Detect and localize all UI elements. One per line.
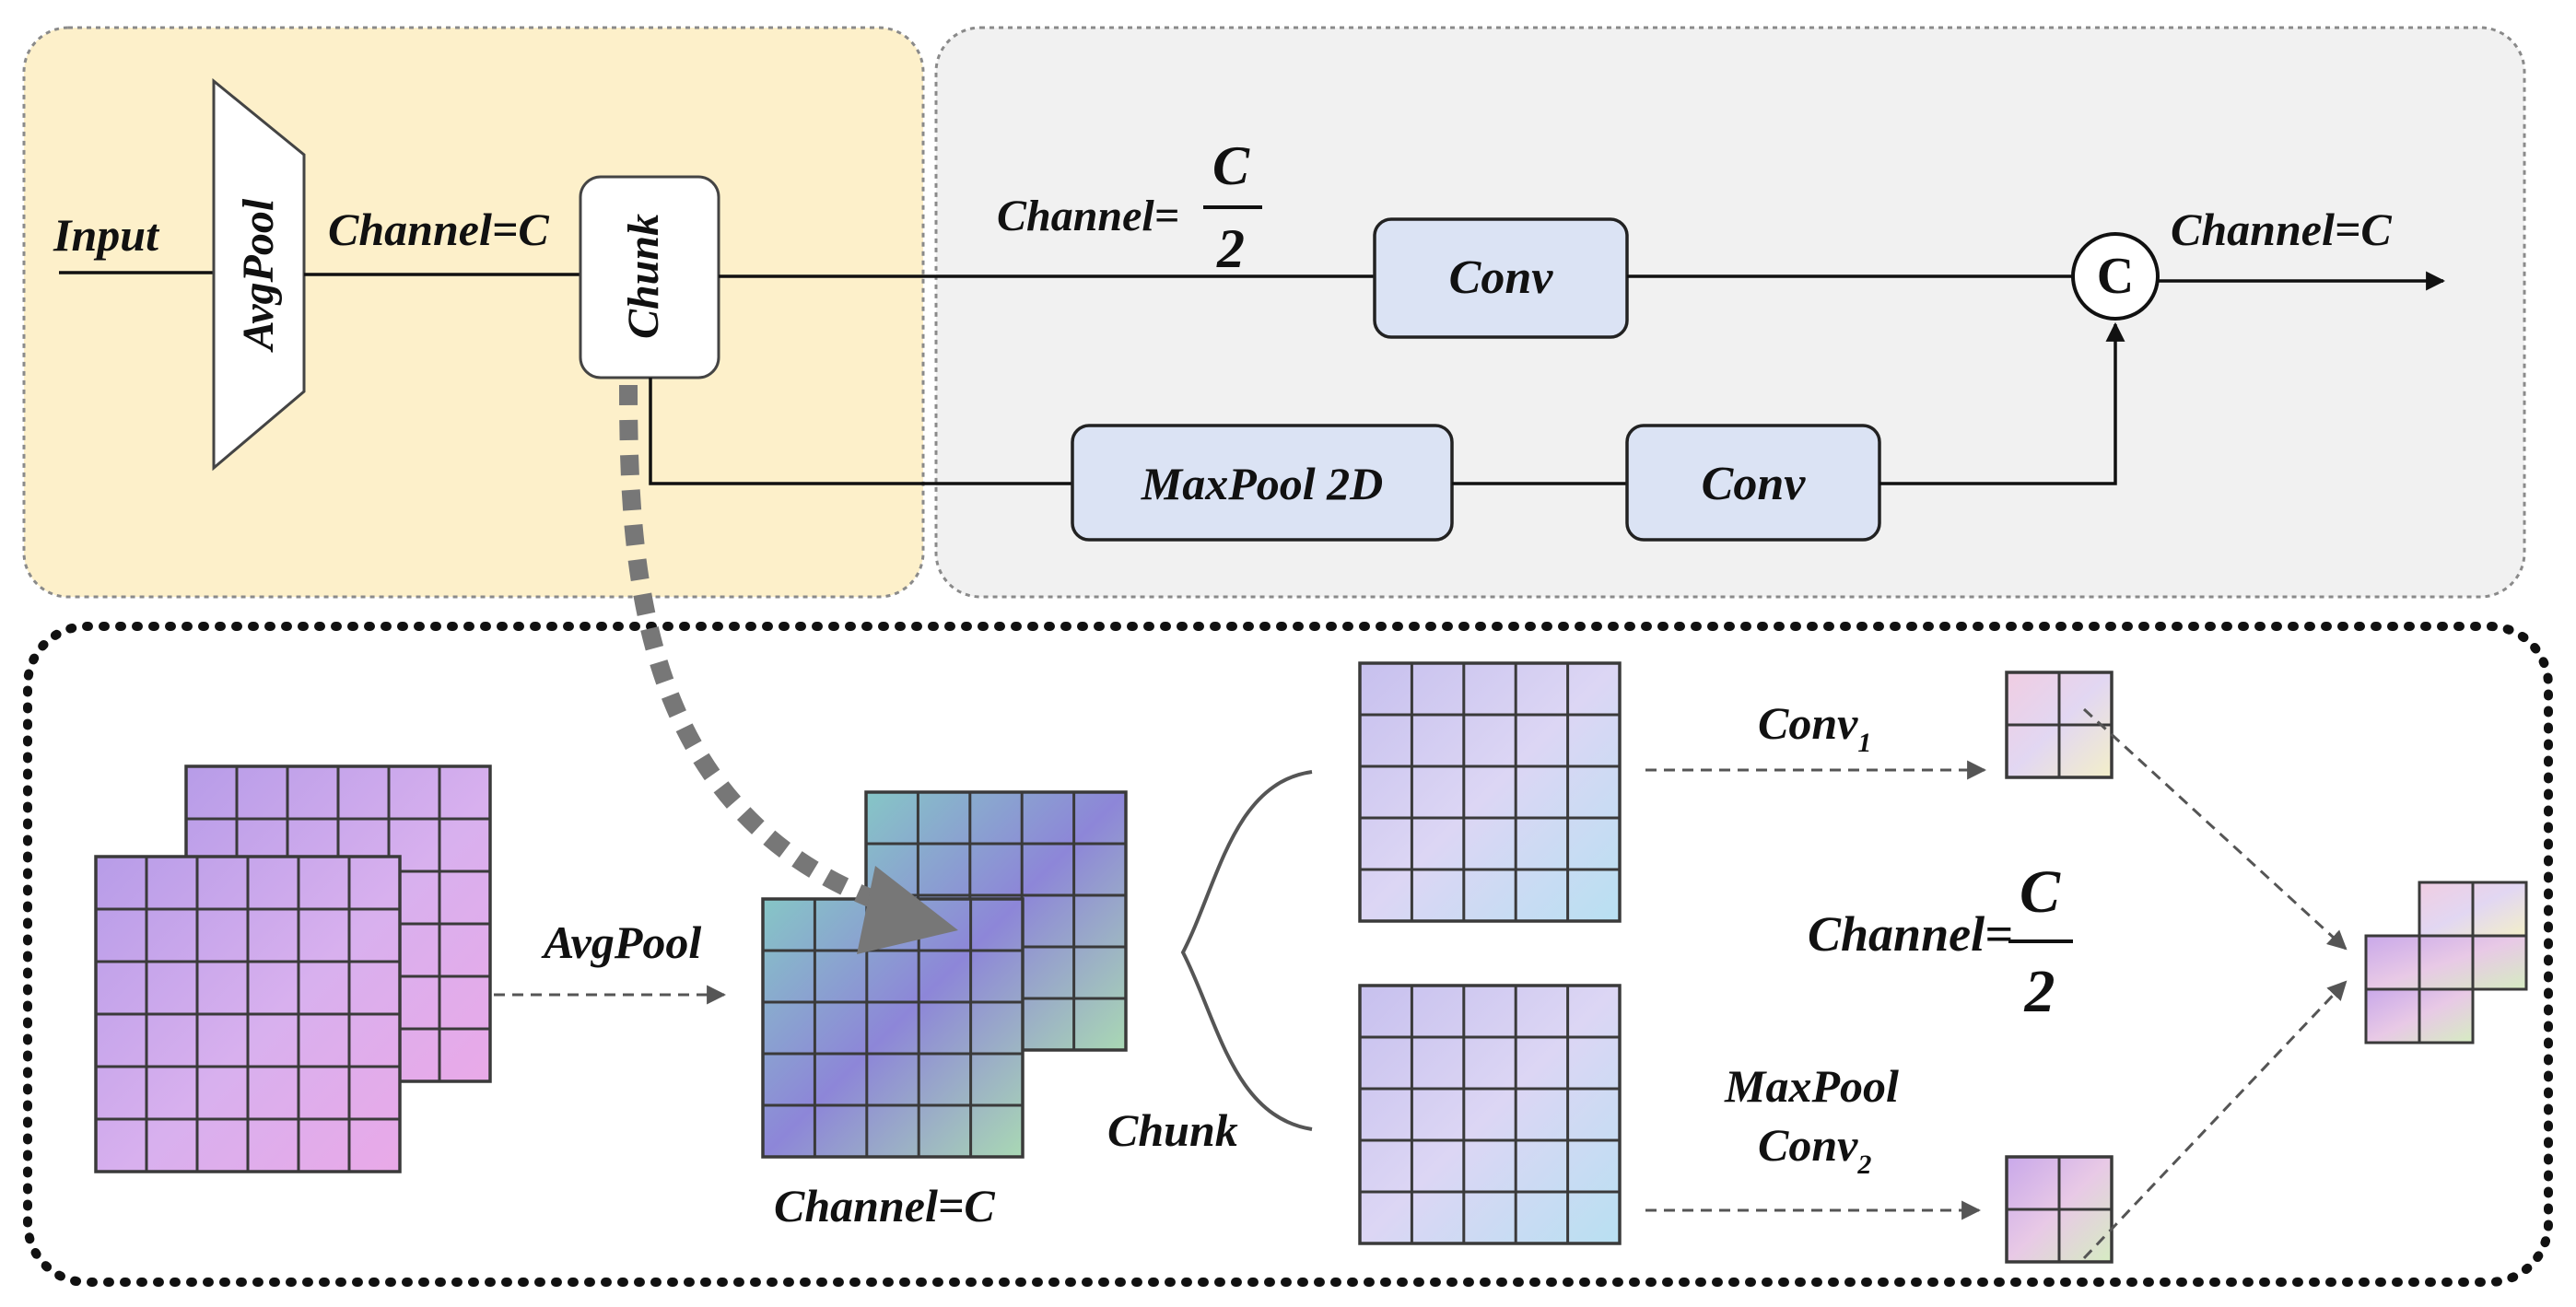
channel-half-prefix: Channel=	[997, 192, 1179, 240]
bottom-maxpool-label: MaxPool	[1724, 1060, 1899, 1112]
conv-bottom-label: Conv	[1702, 458, 1807, 510]
conv1-label: Conv1	[1758, 697, 1871, 758]
bottom-fraction-denominator: 2	[2024, 958, 2055, 1025]
chunk-label: Chunk	[619, 214, 668, 339]
fraction-numerator: C	[1212, 135, 1250, 196]
conv-top-label: Conv	[1449, 251, 1554, 304]
detail-panel	[23, 622, 2553, 1287]
split-feature-map-bottom	[1358, 984, 1622, 1245]
avgpool-label: AvgPool	[234, 198, 283, 353]
fraction-denominator: 2	[1216, 218, 1245, 279]
conv1-subscript: 1	[1857, 728, 1871, 758]
conv2-output-map	[2005, 1155, 2113, 1264]
merged-output-map	[2364, 881, 2528, 1044]
concat-label: C	[2097, 248, 2134, 305]
conv2-subscript: 2	[1856, 1149, 1871, 1180]
chunk-zoom-arrowhead	[857, 866, 958, 954]
maxpool-label: MaxPool 2D	[1141, 458, 1384, 509]
conv-top-block[interactable]	[1373, 217, 1629, 339]
conv1-text: Conv	[1758, 697, 1858, 749]
bottom-channel-half-prefix: Channel=	[1808, 906, 2013, 962]
bottom-channel-c-label: Channel=C	[774, 1180, 995, 1231]
input-feature-map-front	[94, 855, 402, 1173]
preprocess-panel	[22, 26, 925, 599]
channel-c-label: Channel=C	[328, 204, 549, 255]
split-feature-map-top	[1358, 661, 1622, 923]
avgpool-block[interactable]	[212, 77, 306, 472]
bottom-avgpool-label: AvgPool	[541, 916, 701, 968]
channel-out-label: Channel=C	[2171, 204, 2392, 255]
input-label: Input	[53, 209, 160, 261]
chunk-zoom-arrow	[619, 384, 912, 921]
bottom-fraction-numerator: C	[2020, 858, 2061, 926]
concat-icon	[2071, 232, 2160, 321]
conv1-output-map	[2005, 671, 2113, 779]
bottom-chunk-label: Chunk	[1107, 1104, 1238, 1156]
conv-to-concat-up-line	[1879, 321, 2125, 485]
conv2-text: Conv	[1758, 1119, 1858, 1171]
bottom-branch-line	[649, 378, 1072, 485]
split-brace	[1180, 770, 1313, 1131]
merge-arrow-top	[2082, 707, 2348, 951]
merge-arrow-bottom	[2082, 980, 2348, 1260]
conv2-label: Conv2	[1758, 1119, 1871, 1180]
